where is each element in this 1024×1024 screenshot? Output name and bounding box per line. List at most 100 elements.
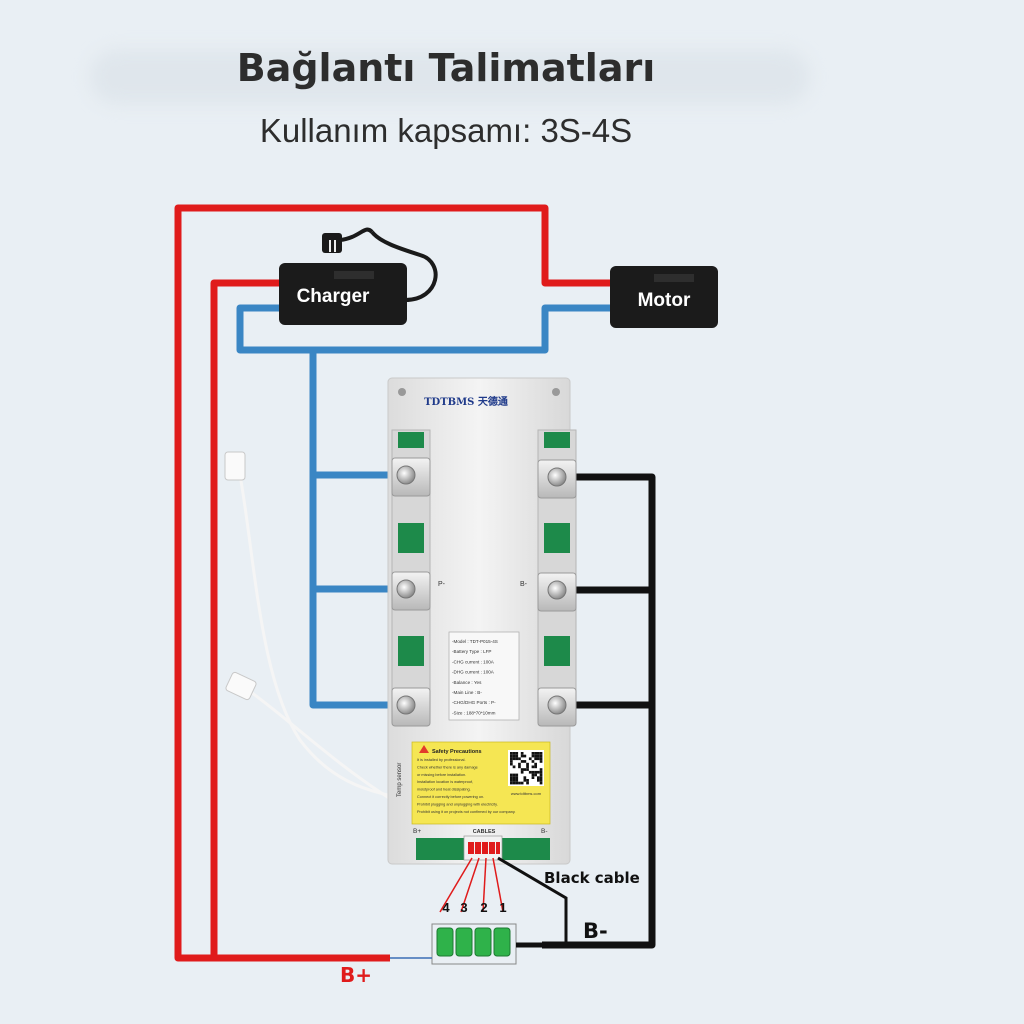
qr-module — [515, 776, 519, 779]
qr-module — [539, 773, 543, 777]
qr-module — [526, 779, 529, 782]
balance-connector — [468, 842, 500, 854]
qr-module — [523, 776, 527, 779]
temp-probe-1 — [224, 451, 246, 481]
header-backdrop — [90, 50, 810, 104]
qr-module — [512, 752, 516, 755]
qr-module — [534, 770, 537, 774]
safety-line: or missing before installation. — [417, 773, 466, 777]
qr-module — [523, 760, 527, 763]
qr-module — [539, 754, 543, 758]
qr-module — [526, 765, 529, 769]
qr-module — [520, 781, 524, 785]
spec-line: -Size : 188*70*10mm — [452, 710, 496, 715]
page-title: Bağlantı Talimatları — [236, 46, 656, 90]
balance-leads — [439, 857, 504, 913]
qr-module — [515, 754, 519, 758]
qr-module — [515, 779, 519, 782]
qr-module — [539, 781, 543, 785]
safety-line: Prohibit using it on projects not confir… — [417, 810, 516, 814]
charger-label: Charger — [297, 286, 370, 307]
cell-number-3: 3 — [460, 900, 467, 915]
b-minus-label: B- — [583, 919, 608, 943]
qr-module — [539, 752, 543, 755]
qr-module — [510, 754, 513, 758]
qr-module — [531, 752, 535, 755]
qr-module — [512, 776, 516, 779]
b-minus-port-label: B- — [520, 581, 528, 588]
warning-icon — [419, 745, 429, 753]
spec-line: -CHG current : 100A — [452, 659, 495, 664]
qr-module — [534, 754, 537, 758]
qr-module — [523, 754, 527, 758]
qr-module — [531, 765, 535, 769]
qr-module — [531, 770, 535, 774]
battery-cells — [390, 923, 542, 965]
temp-sensor-label: Temp sensor — [397, 763, 403, 797]
qr-module — [510, 776, 513, 779]
b-plus-label: B+ — [340, 963, 372, 987]
qr-module — [515, 752, 519, 755]
qr-module — [526, 781, 529, 785]
brand-logo: TDTBMS 天德通 — [424, 395, 508, 408]
website-text: www.tdtbms.com — [511, 791, 542, 796]
black-balance-lead — [497, 856, 568, 945]
qr-module — [526, 768, 529, 771]
qr-module — [510, 781, 513, 785]
cell-number-2: 2 — [480, 900, 487, 915]
qr-module — [526, 762, 529, 766]
qr-module — [518, 781, 521, 785]
qr-module — [510, 757, 513, 761]
blue-wire-p-minus — [236, 304, 612, 709]
qr-module — [539, 757, 543, 761]
qr-module — [515, 781, 519, 785]
qr-module — [510, 779, 513, 782]
qr-module — [520, 752, 524, 755]
bottom-b-plus-label: B+ — [413, 828, 421, 835]
qr-module — [512, 757, 516, 761]
temp-probe-2 — [225, 671, 257, 701]
bottom-b-minus-label: B- — [541, 828, 548, 835]
spec-label: -Model : TDT-P015-4S-Battery Type : LFP-… — [448, 631, 520, 721]
qr-module — [523, 768, 527, 771]
qr-module — [534, 773, 537, 777]
qr-module — [510, 760, 513, 763]
cell-numbers: 4 3 2 1 — [442, 900, 506, 915]
qr-module — [520, 760, 524, 763]
spec-line: -Main Line : B- — [452, 690, 482, 695]
qr-module — [512, 779, 516, 782]
qr-module — [534, 765, 537, 769]
safety-sticker: Safety Precautions It is installed by pr… — [411, 741, 551, 825]
qr-module — [537, 754, 540, 758]
qr-module — [539, 770, 543, 774]
spec-line: -Balance : Yes — [452, 680, 482, 685]
qr-module — [539, 760, 543, 763]
spec-line: -CHG/DHG Ports : P- — [452, 700, 496, 705]
safety-line: Check whether there is any damage — [417, 765, 478, 769]
qr-module — [531, 754, 535, 758]
qr-module — [537, 779, 540, 782]
cables-label: CABLES — [473, 829, 496, 835]
qr-module — [534, 762, 537, 766]
qr-module — [515, 773, 519, 777]
safety-line: Prohibit plugging and unplugging with el… — [417, 802, 498, 806]
qr-module — [534, 757, 537, 761]
p-minus-port-label: P- — [438, 581, 446, 588]
qr-module — [510, 762, 513, 766]
qr-module — [531, 776, 535, 779]
qr-module — [523, 779, 527, 782]
qr-module — [518, 757, 521, 761]
black-cable-label: Black cable — [544, 869, 640, 887]
qr-module — [537, 776, 540, 779]
motor-device: Motor — [610, 266, 718, 328]
qr-module — [528, 757, 532, 761]
safety-line: It is installed by professional. — [417, 758, 466, 762]
qr-module — [537, 770, 540, 774]
temp-sensor-wires — [238, 474, 393, 802]
qr-module — [510, 752, 513, 755]
qr-module — [518, 762, 521, 766]
red-wire-b-plus — [174, 204, 610, 962]
plug-icon — [322, 233, 342, 253]
qr-module — [537, 757, 540, 761]
